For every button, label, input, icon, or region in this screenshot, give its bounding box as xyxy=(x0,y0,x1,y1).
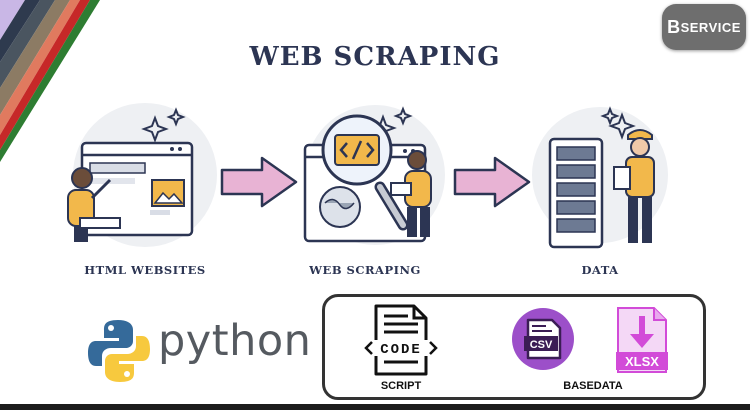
data-server-illustration xyxy=(532,106,668,249)
web-scraping-illustration xyxy=(303,105,445,245)
step-label-web-scraping: WEB SCRAPING xyxy=(309,263,421,277)
decorative-stripes xyxy=(0,0,100,162)
bottom-border xyxy=(0,404,750,410)
person-icon xyxy=(613,129,655,243)
step-label-data: DATA xyxy=(581,263,619,277)
globe-icon xyxy=(319,186,361,228)
arrow-right-icon xyxy=(220,156,298,208)
step-label-html-websites: HTML WEBSITES xyxy=(84,263,206,277)
arrow-right-icon xyxy=(453,156,531,208)
xlsx-text: XLSX xyxy=(625,354,659,369)
outputs-panel xyxy=(322,294,706,400)
logo-text: SERVICE xyxy=(680,19,741,35)
logo-letter: B xyxy=(667,16,681,37)
csv-text: CSV xyxy=(530,339,553,351)
sparkle-icon xyxy=(141,107,186,143)
code-text: CODE xyxy=(380,342,422,358)
sparkle-icon xyxy=(600,106,636,140)
script-label: SCRIPT xyxy=(380,380,422,392)
page-title: WEB SCRAPING xyxy=(249,42,501,72)
code-document-icon: CODE xyxy=(364,304,438,376)
person-icon xyxy=(390,150,432,237)
download-arrow-icon xyxy=(630,334,654,348)
python-wordmark: python xyxy=(158,316,312,366)
html-websites-illustration xyxy=(67,103,217,247)
python-logo-icon xyxy=(88,320,150,382)
csv-file-icon: CSV xyxy=(512,308,574,370)
basedata-label: BASEDATA xyxy=(563,380,623,392)
xlsx-file-icon: XLSX xyxy=(616,307,668,373)
person-icon xyxy=(67,167,121,242)
